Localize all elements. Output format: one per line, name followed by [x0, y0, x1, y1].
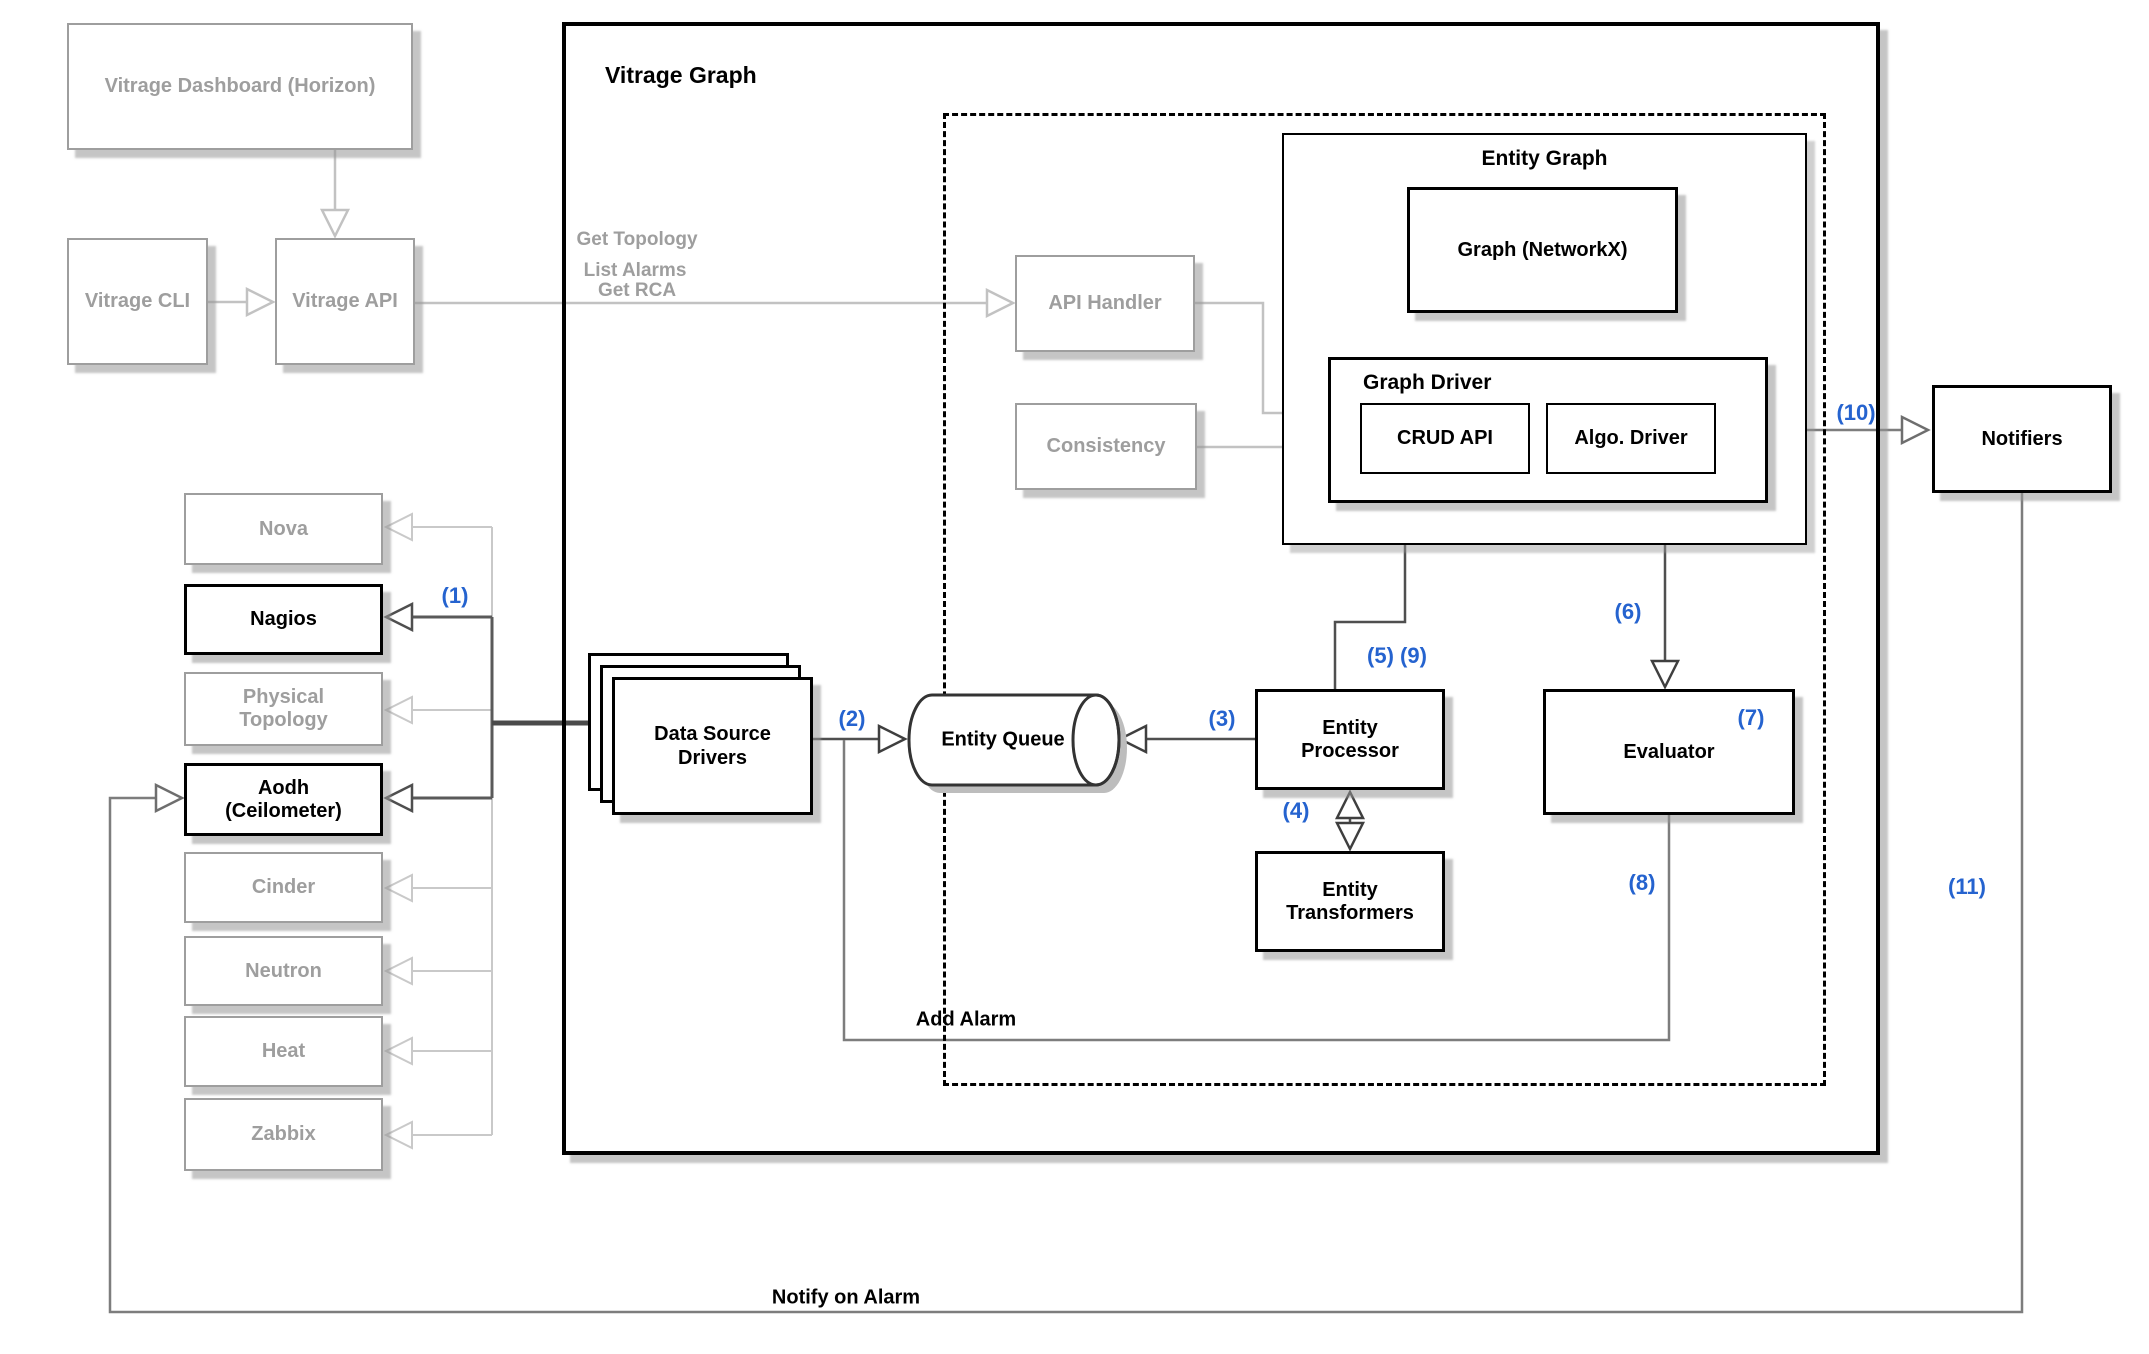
- internal-wires: [813, 341, 1667, 824]
- flow-label-7: (7): [1737, 705, 1765, 730]
- arrow-into-entity-queue: [877, 723, 908, 755]
- node-evaluator-label: Evaluator: [1623, 740, 1715, 763]
- node-entity-queue-label: Entity Queue: [941, 728, 1065, 751]
- edge-apihandler-to-graphdriver: [1195, 301, 1300, 415]
- label-notify-on-alarm: Notify on Alarm: [771, 1286, 921, 1309]
- node-source-cinder-label: Cinder: [251, 876, 316, 898]
- arrow-into-nova: [383, 512, 413, 542]
- arrow-into-physical-topology: [383, 695, 413, 725]
- node-vitrage-dashboard: Vitrage Dashboard (Horizon): [67, 23, 413, 150]
- node-api-handler: API Handler: [1015, 255, 1195, 352]
- node-data-source-drivers: Data Source Drivers: [612, 677, 813, 815]
- node-source-nagios: Nagios: [184, 584, 383, 655]
- vitrage-graph-title: Vitrage Graph: [605, 62, 757, 88]
- node-consistency: Consistency: [1015, 403, 1197, 490]
- arrow-into-zabbix: [383, 1120, 413, 1150]
- arrow-into-cinder: [383, 873, 413, 903]
- node-source-physical-topology: Physical Topology: [184, 672, 383, 746]
- node-source-cinder: Cinder: [184, 852, 383, 923]
- node-source-nova: Nova: [184, 493, 383, 565]
- node-algo-driver: Algo. Driver: [1546, 403, 1716, 474]
- node-entity-graph-title: Entity Graph: [1481, 147, 1608, 170]
- arrow-into-evaluator: [1649, 659, 1681, 690]
- label-get-topology: Get Topology: [576, 229, 698, 250]
- node-consistency-label: Consistency: [1046, 435, 1166, 457]
- arrow-into-aodh-right: [383, 782, 414, 814]
- node-entity-processor: Entity Processor: [1255, 689, 1445, 790]
- vitrage-graph-frame: [562, 22, 1880, 1155]
- arrow-into-api-handler: [985, 287, 1016, 319]
- node-api-handler-label: API Handler: [1048, 292, 1162, 314]
- arrow-into-notifiers: [1900, 414, 1931, 446]
- node-notifiers: Notifiers: [1932, 385, 2112, 493]
- node-source-physical-topology-label: Physical Topology: [239, 686, 328, 731]
- node-evaluator: Evaluator: [1543, 689, 1795, 815]
- arrow-into-aodh-left: [154, 782, 185, 814]
- node-entity-transformers-label: Entity Transformers: [1286, 878, 1414, 924]
- node-vitrage-api: Vitrage API: [275, 238, 415, 365]
- node-vitrage-api-label: Vitrage API: [292, 290, 398, 312]
- node-vitrage-cli: Vitrage CLI: [67, 238, 208, 365]
- node-source-neutron-label: Neutron: [245, 959, 322, 982]
- node-source-neutron: Neutron: [184, 936, 383, 1006]
- datasource-bus: [412, 526, 614, 1136]
- flow-label-11: (11): [1948, 874, 1986, 899]
- flow-label-5-9: (5) (9): [1367, 643, 1427, 668]
- flow-label-3: (3): [1208, 706, 1236, 731]
- node-vitrage-dashboard-label: Vitrage Dashboard (Horizon): [104, 75, 376, 97]
- arrow-into-neutron: [383, 956, 413, 986]
- flow-label-10: (10): [1836, 400, 1876, 425]
- flow-label-8: (8): [1628, 870, 1656, 895]
- edge-notifiers-notify-on-alarm: [108, 493, 2024, 1314]
- node-source-heat: Heat: [184, 1016, 383, 1087]
- arrow-into-queue-from-processor: [1117, 723, 1148, 755]
- long-route-arrowheads: [154, 414, 1931, 814]
- graph-service-dashed-frame: [943, 113, 1826, 1086]
- node-entity-transformers: Entity Transformers: [1255, 851, 1445, 952]
- node-source-aodh-label: Aodh (Ceilometer): [225, 776, 342, 822]
- node-data-source-drivers-label: Data Source Drivers: [654, 723, 771, 769]
- arrow-into-vitrage-api-top: [319, 208, 351, 239]
- arrow-into-nagios: [383, 601, 414, 633]
- node-crud-api-label: CRUD API: [1397, 427, 1493, 449]
- node-source-aodh: Aodh (Ceilometer): [184, 763, 383, 836]
- edge-processor-to-graphdriver: [1333, 532, 1407, 689]
- edge-evaluator-add-alarm: [842, 740, 1671, 1042]
- gray-ui-wires: [208, 150, 1300, 449]
- flow-label-1: (1): [441, 583, 469, 608]
- arrow-into-heat: [383, 1036, 413, 1066]
- node-crud-api: CRUD API: [1360, 403, 1530, 474]
- node-notifiers-label: Notifiers: [1981, 427, 2063, 450]
- arrow-into-transformers-top: [1334, 821, 1366, 852]
- node-graph-networkx: Graph (NetworkX): [1407, 187, 1678, 313]
- arrow-into-vitrage-api-left: [245, 286, 276, 318]
- node-source-nagios-label: Nagios: [250, 608, 317, 630]
- flow-label-4: (4): [1282, 798, 1310, 823]
- node-source-heat-label: Heat: [261, 1040, 306, 1062]
- flow-label-6: (6): [1614, 599, 1642, 624]
- arrow-into-processor-bottom: [1334, 789, 1366, 820]
- node-entity-processor-label: Entity Processor: [1301, 716, 1399, 762]
- node-vitrage-cli-label: Vitrage CLI: [84, 290, 191, 312]
- datasource-arrowheads: [383, 512, 414, 1150]
- node-graph-driver-title: Graph Driver: [1363, 371, 1492, 394]
- node-source-zabbix-label: Zabbix: [251, 1123, 316, 1145]
- label-add-alarm: Add Alarm: [915, 1008, 1017, 1031]
- label-get-rca: Get RCA: [597, 280, 677, 301]
- label-list-alarms: List Alarms: [583, 260, 687, 281]
- node-source-zabbix: Zabbix: [184, 1098, 383, 1171]
- node-graph-networkx-label: Graph (NetworkX): [1457, 238, 1628, 261]
- flow-label-2: (2): [838, 706, 866, 731]
- node-algo-driver-label: Algo. Driver: [1574, 427, 1688, 449]
- entity-queue-cap: [1071, 693, 1121, 787]
- node-source-nova-label: Nova: [259, 517, 308, 540]
